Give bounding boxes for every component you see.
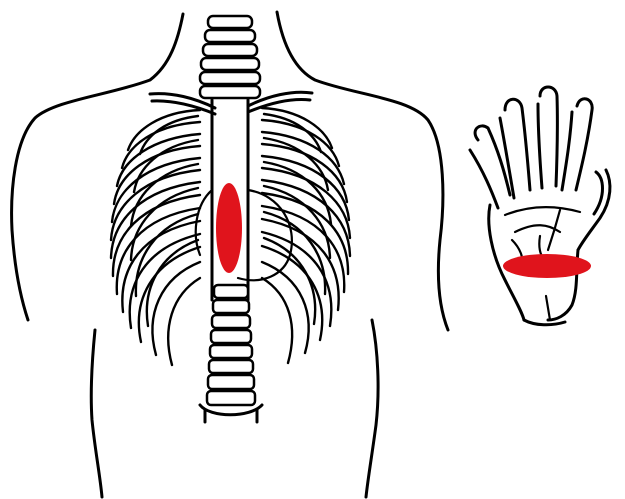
wrist-line bbox=[524, 320, 565, 325]
thumb-outline bbox=[578, 170, 610, 250]
sacrum-top bbox=[200, 405, 262, 415]
right-torso-side bbox=[366, 320, 378, 497]
thoracic-vertebrae bbox=[207, 285, 255, 405]
left-ribs bbox=[111, 110, 200, 365]
middle-finger bbox=[540, 87, 557, 186]
right-shoulder-line bbox=[277, 12, 448, 330]
ring-finger bbox=[505, 99, 530, 190]
palm-crease-top bbox=[505, 207, 580, 215]
right-ribs bbox=[262, 108, 350, 363]
cervical-vertebrae bbox=[200, 16, 260, 98]
left-torso-side bbox=[91, 330, 102, 497]
hand-palm bbox=[470, 87, 610, 325]
index-finger bbox=[576, 99, 592, 190]
heart-outline bbox=[196, 190, 292, 280]
palm-highlight-marker bbox=[503, 254, 591, 278]
chest-highlight-marker bbox=[216, 183, 242, 273]
